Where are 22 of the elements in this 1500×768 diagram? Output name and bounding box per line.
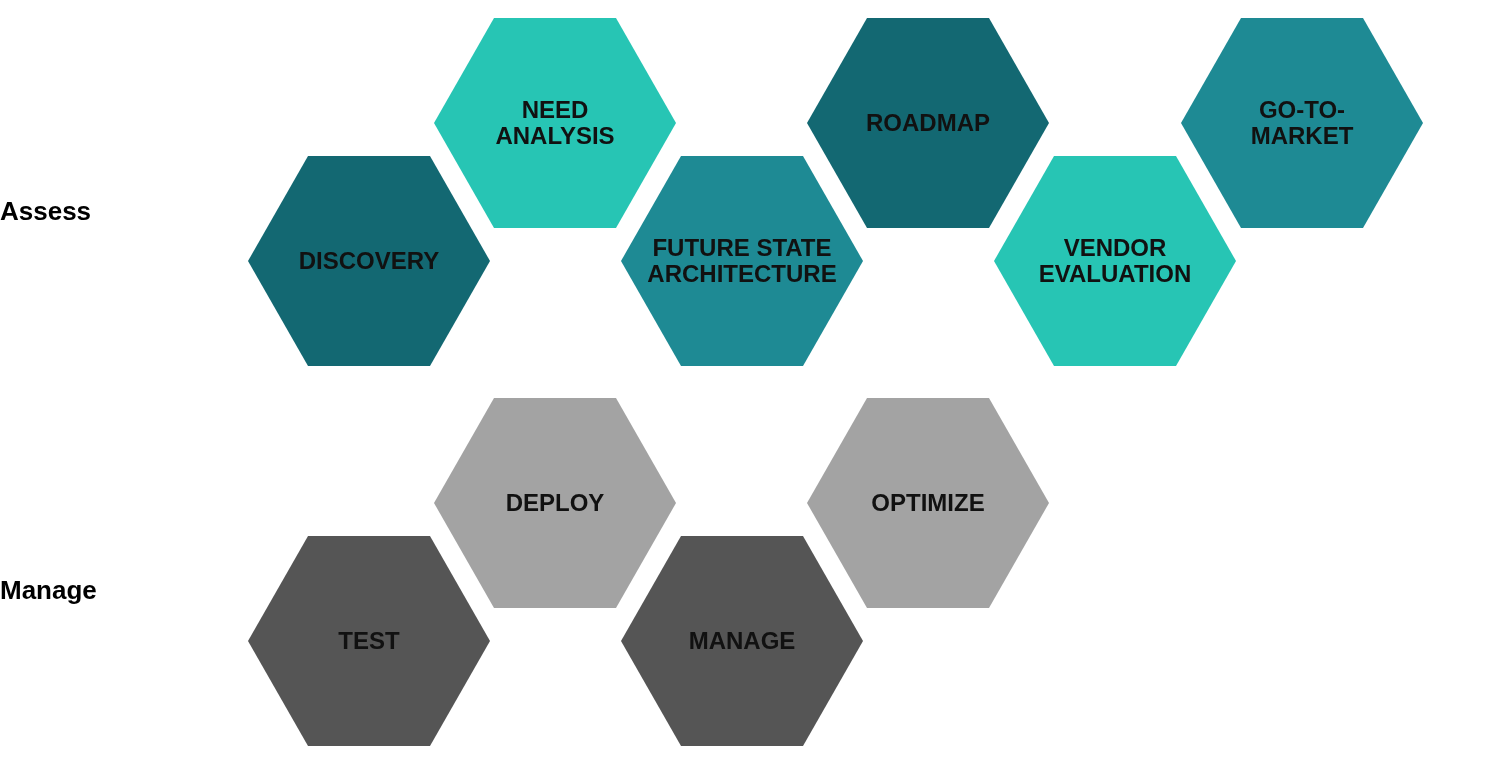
hexagon-label: OPTIMIZE: [870, 490, 986, 516]
hexagon: [1181, 18, 1423, 228]
hexagon: [248, 156, 490, 366]
hexagon-label: MANAGE: [687, 628, 797, 654]
hexagon: [621, 156, 863, 366]
hexagon-label: DEPLOY: [504, 490, 606, 516]
hexagon-label: NEED ANALYSIS: [494, 97, 616, 149]
hexagon: [434, 398, 676, 608]
hexagon: [621, 536, 863, 746]
row-label: Manage: [0, 575, 97, 606]
hexagon-label: GO-TO-MARKET: [1249, 97, 1355, 149]
row-label: Assess: [0, 196, 92, 227]
hexagon-label: FUTURE STATE ARCHITECTURE: [646, 235, 838, 287]
hexagon: [807, 18, 1049, 228]
hexagon-label: VENDOR EVALUATION: [1037, 235, 1193, 287]
hexagon-label: ROADMAP: [865, 110, 991, 136]
hexagon-label: DISCOVERY: [297, 248, 441, 274]
hexagon: [248, 536, 490, 746]
hexagon: [807, 398, 1049, 608]
hexagon-label: TEST: [337, 628, 401, 654]
hexagon: [994, 156, 1236, 366]
hexagon: [434, 18, 676, 228]
